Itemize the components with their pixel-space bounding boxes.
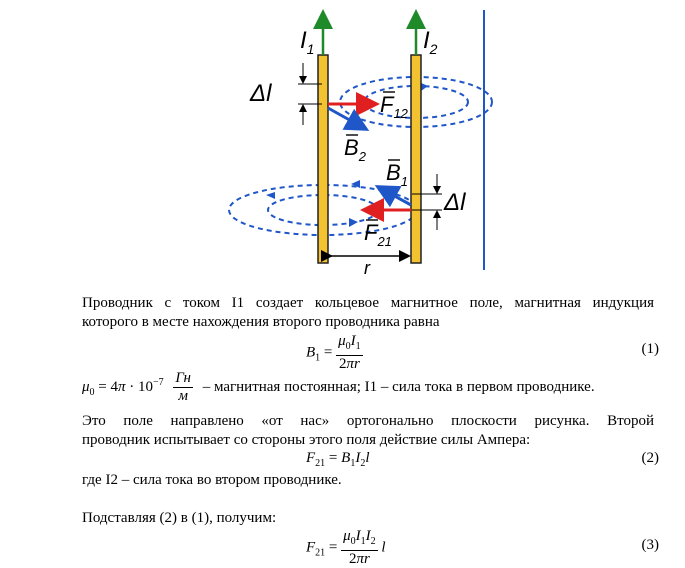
field-arrow-head [266, 192, 275, 199]
label-dl-top: Δl [249, 80, 272, 107]
field-arrow-head [349, 218, 358, 227]
label-i1: I1 [300, 27, 314, 57]
wire-1 [317, 54, 329, 264]
label-f21: F21 [364, 220, 392, 249]
label-r: r [364, 258, 371, 278]
label-b2: B2 [344, 135, 367, 164]
paragraph-4: Подставляя (2) в (1), получим: [82, 510, 277, 526]
field-arrow-head [351, 180, 360, 188]
magnetic-interaction-figure: I1 I2 Δl Δl F12 B2 B1 F21 r [228, 9, 493, 278]
equation-1-number: (1) [641, 341, 660, 357]
label-b1: B1 [386, 160, 408, 189]
label-f12: F12 [380, 92, 409, 121]
label-i2: I2 [423, 27, 438, 57]
equation-3-number: (3) [641, 537, 660, 553]
field-b1-arrow [374, 185, 412, 208]
paragraph-2-line-1: Это поле направлено «от нас» ортогональн… [82, 413, 654, 429]
label-dl-bottom: Δl [443, 189, 466, 216]
field-b2-arrow [327, 106, 370, 131]
paragraph-2-line-2: проводник испытывает со стороны этого по… [82, 432, 531, 448]
equation-2-number: (2) [641, 450, 660, 466]
wire-2 [410, 54, 422, 264]
paragraph-1-line-2: которого в месте нахождения второго пров… [82, 314, 440, 330]
paragraph-1-line-1: Проводник с током I1 создает кольцевое м… [82, 295, 654, 311]
equation-2: F21 = B1I2l [306, 450, 370, 469]
paragraph-3: где I2 – сила тока во втором проводнике. [82, 472, 342, 488]
